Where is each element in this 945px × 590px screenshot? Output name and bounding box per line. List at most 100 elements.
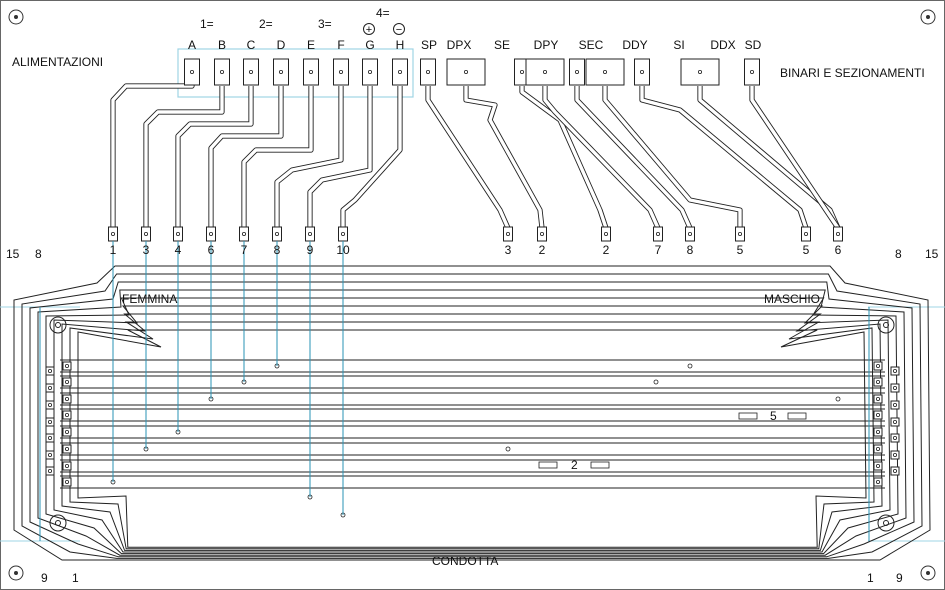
corner-number: 15 — [6, 247, 20, 261]
terminal-pad — [680, 58, 720, 86]
track-label: SEC — [579, 38, 604, 52]
bottom-label: CONDOTTA — [432, 554, 498, 568]
connector-hole-icon — [877, 316, 895, 334]
supply-letter: B — [218, 38, 226, 52]
terminal-pad — [214, 58, 230, 86]
minus-icon: − — [393, 23, 405, 36]
via — [687, 363, 693, 369]
connector-pin — [890, 417, 900, 427]
connector-pin — [62, 477, 72, 487]
bus-pad — [590, 461, 610, 469]
track-label: SD — [745, 38, 762, 52]
via — [653, 379, 659, 385]
connector-trace — [21, 273, 923, 559]
corner-number: 1 — [867, 571, 874, 585]
track-label: DDX — [710, 38, 735, 52]
connector-trace — [61, 313, 883, 551]
pin-pad — [735, 226, 745, 242]
bus-pad — [738, 412, 758, 420]
male-label: MASCHIO — [764, 292, 820, 306]
terminal-pad — [303, 58, 319, 86]
supply-letter: C — [247, 38, 256, 52]
via — [505, 446, 511, 452]
title-right: BINARI E SEZIONAMENTI — [780, 66, 925, 80]
terminal-pad — [446, 58, 486, 86]
via — [835, 396, 841, 402]
connector-pin — [62, 427, 72, 437]
pin-number: 8 — [687, 243, 694, 257]
pin-pad — [305, 226, 315, 242]
pin-number: 7 — [241, 243, 248, 257]
pin-pad — [141, 226, 151, 242]
connector-pin — [873, 410, 883, 420]
connector-pin — [45, 450, 55, 460]
supply-terminal-frame — [177, 48, 414, 98]
connector-pin — [890, 433, 900, 443]
pin-pad — [537, 226, 547, 242]
connector-hole-icon — [49, 514, 67, 532]
connector-pin — [45, 466, 55, 476]
track-label: DPY — [534, 38, 559, 52]
connector-hole-icon — [49, 316, 67, 334]
connector-pin — [45, 400, 55, 410]
corner-number: 15 — [925, 247, 939, 261]
pin-number: 3 — [505, 243, 512, 257]
connector-pin — [45, 417, 55, 427]
connector-pin — [62, 394, 72, 404]
pin-pad — [685, 226, 695, 242]
pin-number: 8 — [274, 243, 281, 257]
terminal-pad — [184, 58, 200, 86]
pin-number: 9 — [307, 243, 314, 257]
terminal-pad — [273, 58, 289, 86]
pin-number: 2 — [539, 243, 546, 257]
connector-trace — [69, 321, 875, 550]
corner-number: 9 — [896, 571, 903, 585]
pin-pad — [801, 226, 811, 242]
trace — [463, 86, 545, 229]
mounting-hole-icon — [8, 9, 936, 581]
pin-number: 5 — [803, 243, 810, 257]
connector-pin — [890, 383, 900, 393]
pin-pad — [833, 226, 843, 242]
trace — [175, 86, 254, 228]
pin-pad — [338, 226, 348, 242]
corner-number: 8 — [895, 247, 902, 261]
pin-pad — [206, 226, 216, 242]
supply-letter: G — [365, 38, 374, 52]
connector-pin — [873, 394, 883, 404]
connector-pin — [873, 461, 883, 471]
connector-pin — [45, 366, 55, 376]
pin-pad — [503, 226, 513, 242]
pin-pad — [173, 226, 183, 242]
pin-number: 7 — [655, 243, 662, 257]
supply-letter: E — [307, 38, 315, 52]
connector-pin — [873, 477, 883, 487]
track-label: SE — [494, 38, 510, 52]
bus-label: 5 — [770, 409, 777, 423]
connector-pin — [890, 466, 900, 476]
terminal-pad — [420, 58, 436, 86]
connector-trace — [77, 329, 867, 548]
connector-pin — [62, 444, 72, 454]
connector-pin — [62, 410, 72, 420]
trace — [542, 86, 661, 230]
track-label: SP — [421, 38, 437, 52]
track-label: DPX — [447, 38, 472, 52]
title-left: ALIMENTAZIONI — [12, 55, 103, 69]
terminal-pad — [569, 58, 585, 86]
pin-number: 10 — [336, 243, 350, 257]
supply-letter: H — [396, 38, 405, 52]
supply-letter: F — [337, 38, 344, 52]
group-label: 2= — [259, 17, 273, 31]
connector-pin — [873, 427, 883, 437]
connector-frame — [0, 306, 945, 542]
terminal-pad — [744, 58, 760, 86]
pin-number: 3 — [143, 243, 150, 257]
connector-pin — [890, 450, 900, 460]
corner-number: 9 — [41, 571, 48, 585]
pin-pad — [272, 226, 282, 242]
connector-pin — [62, 377, 72, 387]
